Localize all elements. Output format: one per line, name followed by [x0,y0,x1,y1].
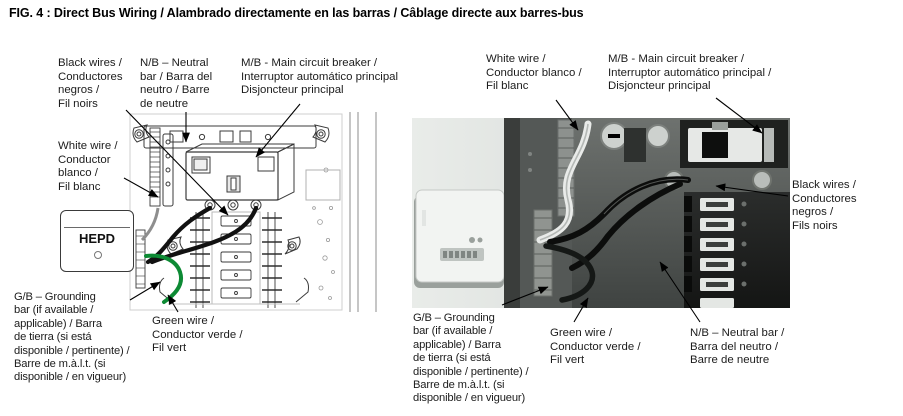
left-panel-line-art [129,112,377,312]
callout-right-black-wires: Black wires / Conductores negros / Fils … [792,179,857,232]
figure-title: FIG. 4 : Direct Bus Wiring / Alambrado d… [9,6,584,20]
callout-right-grounding-bar: G/B – Grounding bar (if available / appl… [413,312,529,405]
hepd-label: HEPD [78,231,116,246]
callout-left-black-wires: Black wires / Conductores negros / Fil n… [58,57,123,110]
callout-left-white-wire: White wire / Conductor blanco / Fil blan… [58,140,118,193]
hepd-device-lid [64,214,130,228]
callout-right-green-wire: Green wire / Conductor verde / Fil vert [550,327,641,367]
callout-left-neutral-bar: N/B – Neutral bar / Barra del neutro / B… [140,57,213,110]
callout-left-grounding-bar: G/B – Grounding bar (if available / appl… [14,291,130,384]
callout-right-white-wire: White wire / Conductor blanco / Fil blan… [486,53,582,93]
callout-right-neutral-bar: N/B – Neutral bar / Barra del neutro / B… [690,327,785,367]
callout-left-main-breaker: M/B - Main circuit breaker / Interruptor… [241,57,399,97]
hepd-indicator-icon [94,251,102,259]
right-panel-photo [412,118,790,308]
hepd-device: HEPD [60,210,134,272]
callout-right-main-breaker: M/B - Main circuit breaker / Interruptor… [608,53,772,93]
callout-left-green-wire: Green wire / Conductor verde / Fil vert [152,315,243,355]
